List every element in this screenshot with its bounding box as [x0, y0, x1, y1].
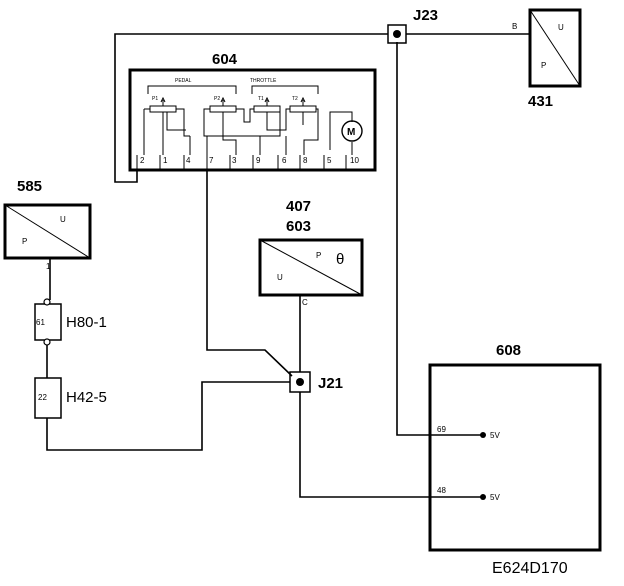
- junction-j21: J21: [289, 371, 343, 393]
- c604-pin-8: 8: [303, 156, 308, 165]
- c585-u: U: [60, 215, 66, 224]
- c603-u: U: [277, 273, 283, 282]
- wire-j21-to-608-48: [299, 392, 483, 498]
- c604-pin-1: 1: [163, 156, 168, 165]
- h80-pin: 61: [36, 318, 45, 327]
- c604-pin-10: 10: [350, 156, 359, 165]
- c585-p: P: [22, 237, 27, 246]
- throttle-bracket: [251, 85, 319, 94]
- c604-pin-stubs: [136, 155, 347, 170]
- c585-pin: 1: [46, 262, 51, 271]
- junction-j23: J23: [387, 7, 438, 44]
- wire-j21-to-h42: [46, 381, 290, 451]
- h42-label: H42-5: [66, 389, 107, 406]
- c603-pin: C: [302, 298, 308, 307]
- j23-label: J23: [413, 7, 438, 24]
- c604-pin-6: 6: [282, 156, 287, 165]
- drawing-id: E624D170: [492, 560, 568, 577]
- c604-pin-2: 2: [140, 156, 145, 165]
- motor-symbol: M: [341, 120, 363, 142]
- c608-pin-48: 48: [437, 486, 446, 495]
- c608-id: 608: [496, 342, 521, 359]
- component-431: U P 431 B: [512, 8, 582, 110]
- c603-p: P: [316, 251, 321, 260]
- c604-pin-5: 5: [327, 156, 332, 165]
- c431-u: U: [558, 23, 564, 32]
- pedal-bracket: [147, 85, 237, 94]
- pot-p2-label: P2: [214, 96, 220, 102]
- c604-id: 604: [212, 51, 238, 68]
- c608-pin-69: 69: [437, 425, 446, 434]
- component-585: 585 U P 1: [3, 178, 92, 271]
- c603-theta: θ: [336, 251, 344, 268]
- pedal-label: PEDAL: [175, 78, 192, 84]
- wire-604-to-j21: [206, 170, 293, 377]
- pot-t2-label: T2: [292, 96, 298, 102]
- c604-pin-7: 7: [209, 156, 214, 165]
- wires: [46, 33, 530, 498]
- h42-pin: 22: [38, 393, 47, 402]
- component-603: 407 603 P θ U C: [258, 198, 364, 307]
- j21-label: J21: [318, 375, 343, 392]
- component-608: 608 69 5V 48 5V: [428, 342, 602, 552]
- c604-pin-4: 4: [186, 156, 191, 165]
- c431-pin: B: [512, 22, 517, 31]
- c608-pin-69-label: 5V: [490, 431, 500, 440]
- c604-internal-wiring: [143, 108, 353, 155]
- throttle-label: THROTTLE: [250, 78, 277, 84]
- pot-p1-label: P1: [152, 96, 158, 102]
- motor-m: M: [347, 127, 355, 138]
- c431-p: P: [541, 61, 546, 70]
- component-604: 604 PEDAL THROTTLE P1 P2 T1 T2: [128, 51, 377, 172]
- c603-id-top: 407: [286, 198, 311, 215]
- c604-pin-9: 9: [256, 156, 261, 165]
- c585-id: 585: [17, 178, 42, 195]
- c604-pin-3: 3: [232, 156, 237, 165]
- pot-t1-label: T1: [258, 96, 264, 102]
- h80-label: H80-1: [66, 314, 107, 331]
- c431-id: 431: [528, 93, 553, 110]
- wire-j23-to-608-69: [396, 42, 483, 436]
- connector-h42-5: 22 H42-5: [34, 377, 107, 419]
- c603-id: 603: [286, 218, 311, 235]
- wire-j23-to-604: [114, 33, 388, 183]
- connector-h80-1: 61 H80-1: [34, 298, 107, 346]
- c608-pin-48-label: 5V: [490, 493, 500, 502]
